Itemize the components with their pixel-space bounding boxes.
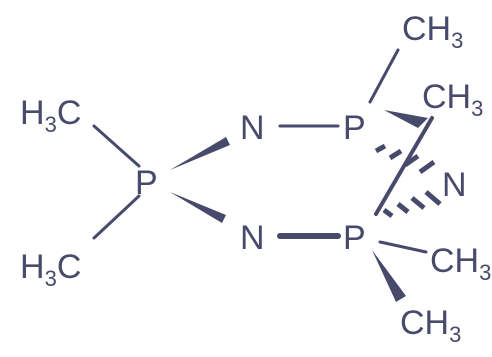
bond-p-top-ch3-wedge bbox=[384, 110, 428, 128]
atom-p-left: P bbox=[135, 164, 158, 202]
bond-h3c-lower-p bbox=[92, 194, 141, 240]
methyl-top: CH3 bbox=[402, 10, 463, 53]
bond-p-bottom-ch3-right bbox=[378, 240, 428, 254]
methyl-right-lower: CH3 bbox=[430, 242, 491, 285]
bond-p-bottom-n-hashed bbox=[382, 190, 442, 218]
bond-h3c-upper-p bbox=[92, 124, 141, 168]
methyl-left-lower: H3C bbox=[20, 248, 81, 291]
methyl-left-upper: H3C bbox=[20, 94, 81, 137]
atom-n-top: N bbox=[240, 109, 265, 147]
atom-n-bottom: N bbox=[240, 219, 265, 257]
bond-p-bottom-ch3-wedge bbox=[372, 250, 406, 302]
bond-p-n-bottom-wedge bbox=[170, 192, 226, 223]
methyl-right-upper: CH3 bbox=[422, 78, 483, 121]
bond-p-top-ch3 bbox=[368, 48, 400, 104]
atom-n-right: N bbox=[442, 166, 467, 204]
methyl-bottom: CH3 bbox=[400, 304, 461, 347]
bond-p-n-top-wedge bbox=[170, 137, 230, 170]
bond-p-top-p-bottom-long bbox=[374, 116, 434, 216]
atom-p-top: P bbox=[343, 109, 366, 147]
atom-p-bottom: P bbox=[343, 219, 366, 257]
